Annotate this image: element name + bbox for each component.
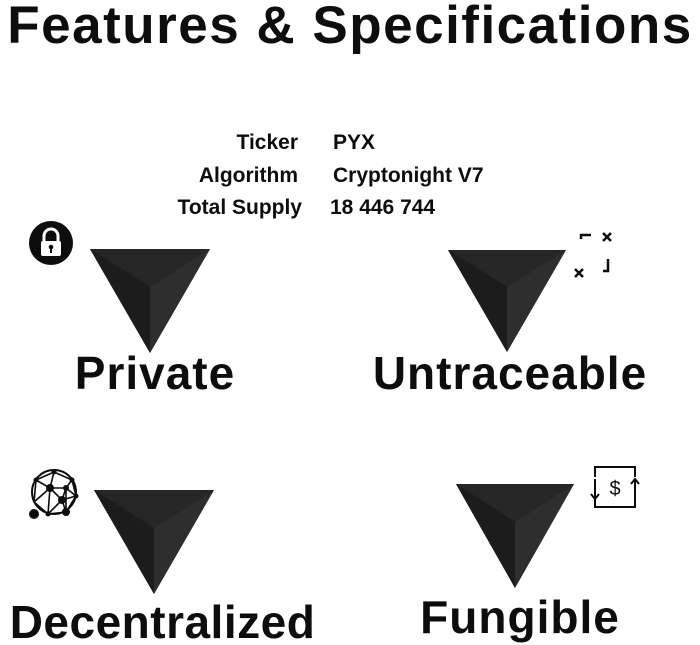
spec-value: PYX	[333, 131, 376, 154]
triangle-icon	[90, 249, 210, 353]
lock-icon	[29, 221, 73, 265]
feature-label: Fungible	[420, 591, 620, 643]
spec-label: Ticker	[236, 131, 299, 154]
spec-label: Algorithm	[198, 164, 298, 187]
dollar-exchange-icon: $	[590, 466, 640, 508]
page-title: Features & Specifications	[7, 0, 693, 55]
triangle-icon	[448, 250, 566, 352]
feature-label: Untraceable	[372, 347, 648, 399]
svg-text:$: $	[609, 478, 620, 500]
feature-label: Decentralized	[9, 596, 316, 645]
spec-row-algorithm: Algorithm Cryptonight V7	[0, 163, 700, 189]
scatter-cross-icon	[574, 232, 612, 278]
triangle-icon	[456, 484, 574, 588]
triangle-icon	[94, 490, 214, 594]
network-globe-icon	[29, 469, 79, 519]
spec-value: Cryptonight V7	[333, 164, 484, 187]
spec-value: 18 446 744	[330, 196, 436, 219]
feature-label: Private	[74, 347, 236, 399]
spec-label: Total Supply	[177, 196, 302, 219]
spec-row-total-supply: Total Supply 18 446 744	[0, 195, 700, 221]
spec-row-ticker: Ticker PYX	[0, 130, 700, 156]
